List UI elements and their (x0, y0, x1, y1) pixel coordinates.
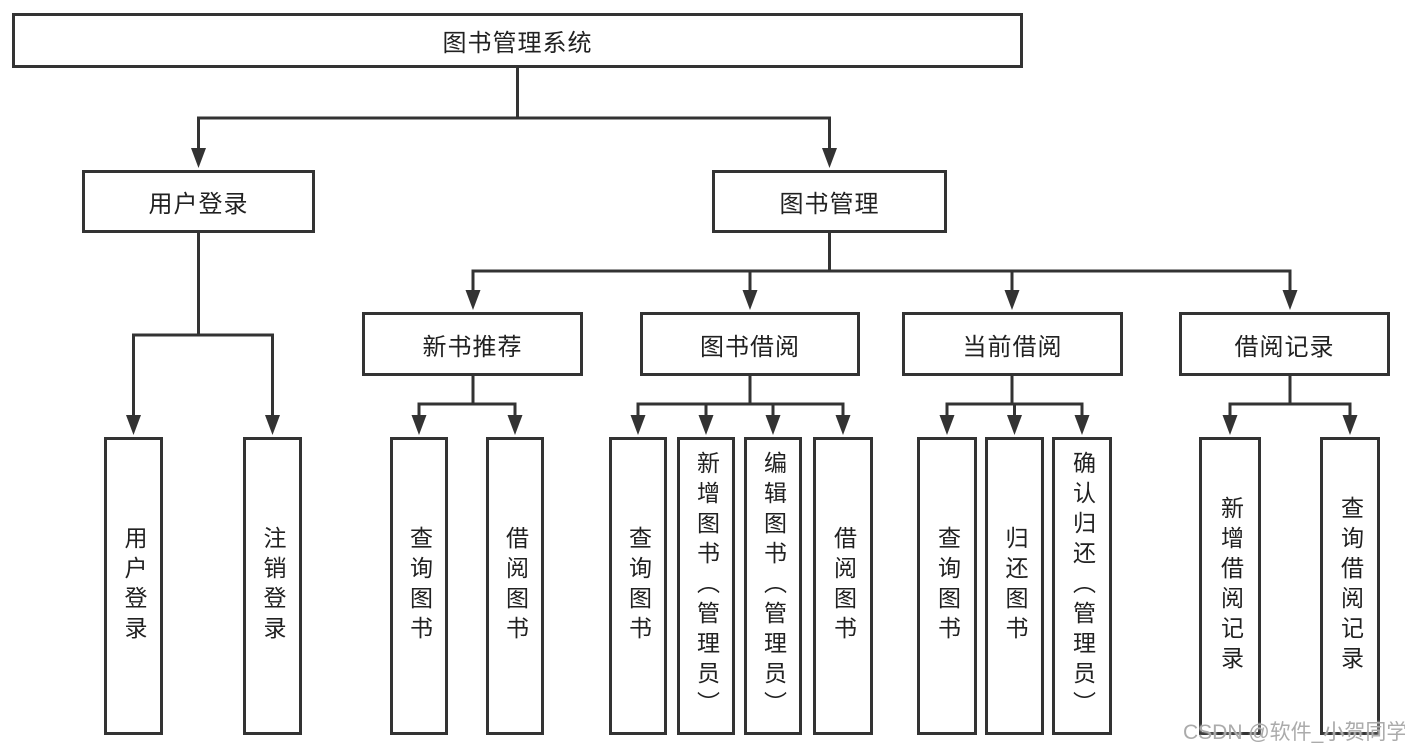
arrow-down-icon (698, 415, 714, 435)
leaf-logout: 注销登录 (243, 437, 302, 735)
leaf-bb-add-books-admin: 新增图书（管理员） (677, 437, 735, 735)
leaf-bb-borrow-books-label: 借阅图书 (830, 526, 857, 646)
leaf-nbr-query-books-label: 查询图书 (406, 526, 433, 646)
node-book-borrow-label: 图书借阅 (700, 333, 800, 361)
node-book-management: 图书管理 (712, 170, 947, 233)
leaf-bb-edit-books-admin: 编辑图书（管理员） (744, 437, 802, 735)
leaf-cb-return-books-label: 归还图书 (1002, 526, 1028, 646)
arrow-down-icon (1282, 290, 1298, 310)
arrow-down-icon (1342, 415, 1358, 435)
leaf-br-add-record: 新增借阅记录 (1199, 437, 1261, 735)
arrow-down-icon (1222, 415, 1238, 435)
arrow-down-icon (265, 415, 280, 435)
arrow-down-icon (465, 290, 481, 310)
node-book-borrow: 图书借阅 (640, 312, 860, 376)
arrow-down-icon (742, 290, 758, 310)
leaf-nbr-borrow-books-label: 借阅图书 (502, 526, 529, 646)
leaf-br-query-record-label: 查询借阅记录 (1337, 496, 1364, 676)
node-new-book-recommend-label: 新书推荐 (422, 333, 523, 361)
arrow-down-icon (1007, 415, 1022, 435)
arrow-down-icon (126, 415, 141, 435)
arrow-down-icon (939, 415, 955, 435)
arrow-down-icon (822, 148, 837, 168)
node-root: 图书管理系统 (12, 13, 1023, 68)
leaf-logout-label: 注销登录 (260, 526, 286, 646)
node-book-management-label: 图书管理 (779, 191, 880, 218)
leaf-cb-query-books-label: 查询图书 (934, 526, 961, 646)
arrow-down-icon (1004, 290, 1020, 310)
leaf-bb-add-books-admin-label: 新增图书（管理员） (693, 451, 720, 721)
arrow-down-icon (191, 148, 206, 168)
node-user-login-label: 用户登录 (148, 191, 249, 218)
node-root-label: 图书管理系统 (442, 30, 593, 57)
arrow-down-icon (835, 415, 851, 435)
arrow-down-icon (507, 415, 523, 435)
leaf-bb-query-books-label: 查询图书 (625, 526, 652, 646)
node-user-login: 用户登录 (82, 170, 315, 233)
leaf-bb-query-books: 查询图书 (609, 437, 667, 735)
leaf-user-login-label: 用户登录 (121, 526, 147, 646)
arrow-down-icon (411, 415, 427, 435)
node-new-book-recommend: 新书推荐 (362, 312, 583, 376)
leaf-nbr-borrow-books: 借阅图书 (486, 437, 544, 735)
leaf-br-query-record: 查询借阅记录 (1320, 437, 1380, 735)
arrow-down-icons (126, 148, 1358, 435)
leaf-br-add-record-label: 新增借阅记录 (1217, 496, 1244, 676)
leaf-cb-return-books: 归还图书 (985, 437, 1044, 735)
leaf-bb-borrow-books: 借阅图书 (813, 437, 873, 735)
node-borrow-records-label: 借阅记录 (1234, 333, 1335, 361)
leaf-cb-query-books: 查询图书 (917, 437, 977, 735)
arrow-down-icon (765, 415, 781, 435)
node-borrow-records: 借阅记录 (1179, 312, 1390, 376)
leaf-cb-confirm-return-admin-label: 确认归还（管理员） (1069, 451, 1096, 721)
node-current-borrow-label: 当前借阅 (962, 333, 1063, 361)
arrow-down-icon (1074, 415, 1090, 435)
leaf-cb-confirm-return-admin: 确认归还（管理员） (1052, 437, 1112, 735)
node-current-borrow: 当前借阅 (902, 312, 1123, 376)
leaf-bb-edit-books-admin-label: 编辑图书（管理员） (760, 451, 787, 721)
leaf-user-login: 用户登录 (104, 437, 163, 735)
leaf-nbr-query-books: 查询图书 (390, 437, 448, 735)
csdn-watermark: CSDN @软件_小贺同学 (1183, 721, 1405, 744)
arrow-down-icon (630, 415, 646, 435)
